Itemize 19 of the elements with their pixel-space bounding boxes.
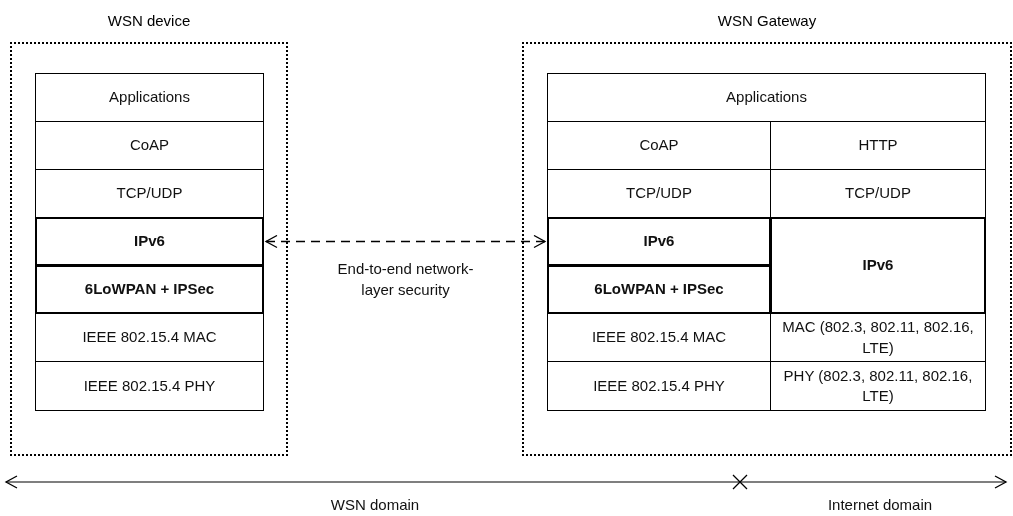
protocol-layer: IPv6 [770,217,986,314]
protocol-layer: TCP/UDP [35,169,264,218]
protocol-layer: IEEE 802.15.4 PHY [547,361,771,411]
protocol-layer: PHY (802.3, 802.11, 802.16, LTE) [770,361,986,411]
double-arrow [265,234,546,249]
protocol-layer: Applications [547,73,986,122]
protocol-layer: IPv6 [547,217,771,266]
protocol-layer: IPv6 [35,217,264,266]
protocol-layer: 6LoWPAN + IPSec [35,265,264,314]
protocol-layer: IEEE 802.15.4 MAC [35,313,264,362]
domain-label: Internet domain [826,496,934,513]
protocol-layer: CoAP [35,121,264,170]
domain-label: WSN domain [329,496,421,513]
protocol-layer: 6LoWPAN + IPSec [547,265,771,314]
device-title: WSN Gateway [716,12,818,29]
device-title: WSN device [106,12,192,29]
edge-label: End-to-end network-layer security [336,258,475,301]
protocol-layer: IEEE 802.15.4 PHY [35,361,264,411]
protocol-layer: Applications [35,73,264,122]
